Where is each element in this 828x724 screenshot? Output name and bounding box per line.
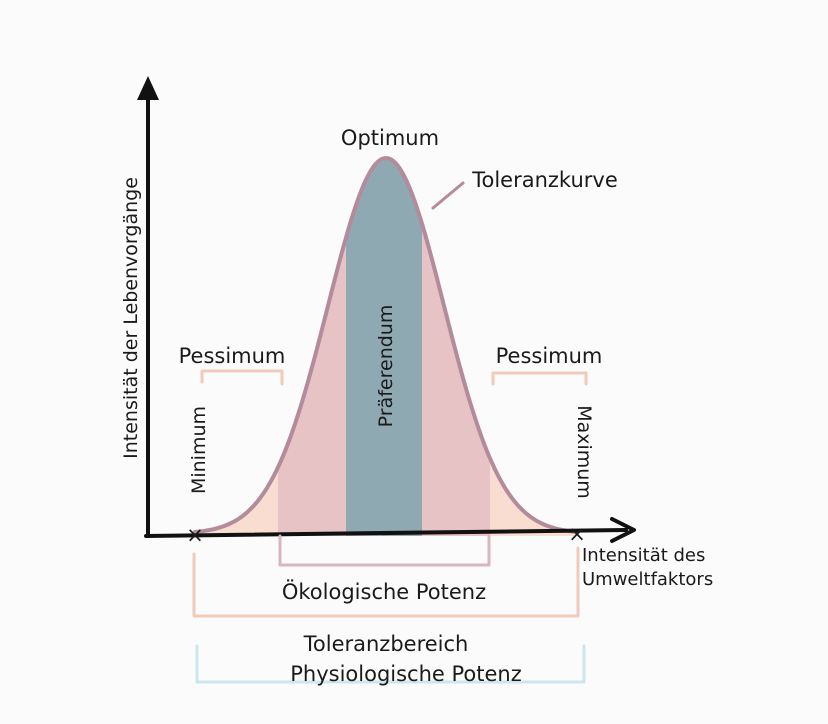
- axes: [137, 76, 636, 543]
- optimum-label: Optimum: [341, 126, 439, 150]
- tolerance-curve: [193, 156, 579, 534]
- x-axis-label-line2: Umweltfaktors: [582, 569, 713, 590]
- pessimum-label-left: Pessimum: [179, 344, 286, 368]
- pessimum-bracket-right: [491, 371, 588, 386]
- tolerance-range-bracket: [192, 546, 580, 618]
- preferendum-zone: [346, 158, 424, 536]
- tolerance-range-label: Toleranzbereich: [303, 632, 469, 656]
- x-axis-line: [144, 528, 628, 538]
- pessimum-label-right: Pessimum: [496, 344, 603, 368]
- ecological-potency-bracket: [278, 534, 491, 567]
- curve-label: Toleranzkurve: [471, 168, 618, 192]
- minimum-marker: ×: [186, 523, 204, 547]
- curve-leader-line: [431, 181, 465, 210]
- x-axis-arrowhead: [610, 517, 636, 543]
- y-axis-label: Intensität der Lebenvorgänge: [120, 177, 142, 459]
- preferendum-label: Präferendum: [375, 305, 397, 428]
- minimum-label: Minimum: [188, 406, 210, 494]
- maximum-marker: ×: [568, 522, 586, 546]
- x-axis-label-line1: Intensität des: [582, 545, 705, 566]
- maximum-label: Maximum: [573, 405, 595, 499]
- pessimum-bracket-left: [200, 369, 284, 386]
- y-axis-arrowhead: [137, 76, 159, 100]
- ecological-potency-label: Ökologische Potenz: [282, 579, 486, 604]
- physiological-potency-label: Physiologische Potenz: [290, 662, 522, 686]
- ecological-zone-left: [278, 158, 348, 536]
- ecological-zone-right: [422, 158, 492, 536]
- pessimum-zone-right: [490, 158, 578, 536]
- physiological-potency-bracket: [195, 644, 586, 684]
